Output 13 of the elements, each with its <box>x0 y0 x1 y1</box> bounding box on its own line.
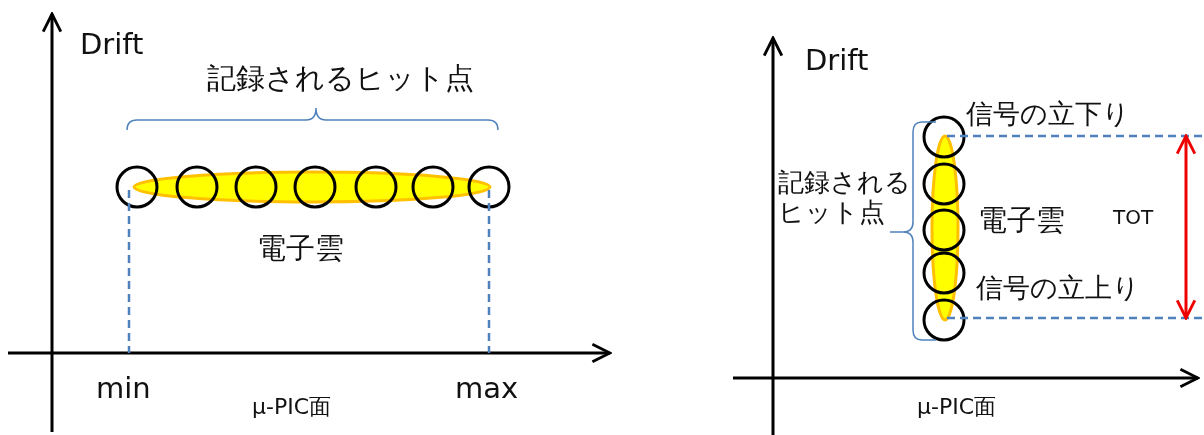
axis-tick-label: max <box>455 372 519 406</box>
annotation-text: 記録されるヒット点 <box>778 168 912 228</box>
annotation-text: 記録されるヒット点 <box>207 62 474 96</box>
axis-label: μ-PIC面 <box>252 394 332 420</box>
annotation-text: 電子雲 <box>978 204 1065 238</box>
annotation-text: 信号の立上り <box>976 272 1140 304</box>
annotation-text: 電子雲 <box>257 232 344 266</box>
axis-label: Drift <box>805 44 869 78</box>
axis-tick-label: min <box>96 372 151 406</box>
annotation-text: 信号の立下り <box>966 98 1130 130</box>
annotation-text: TOT <box>1113 206 1154 229</box>
axis-label: Drift <box>80 28 144 62</box>
axis-label: μ-PIC面 <box>917 394 997 420</box>
